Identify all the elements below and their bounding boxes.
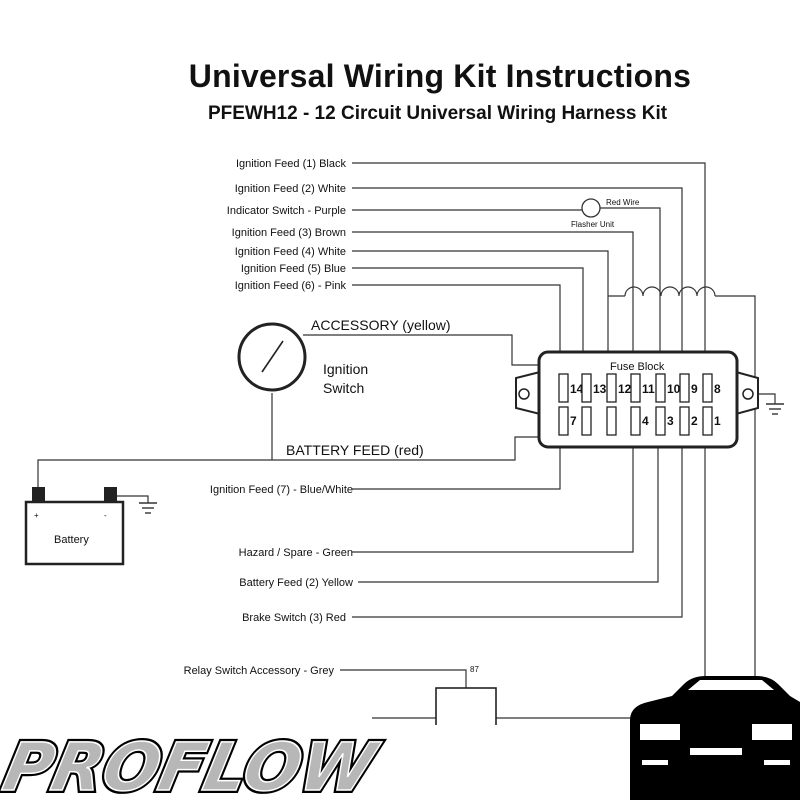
flasher-unit-label: Flasher Unit [571, 220, 615, 229]
resistor-coil-icon [624, 286, 716, 297]
ground-icon [139, 502, 157, 514]
wire-flasher-red [600, 207, 661, 352]
battery-label: Battery [54, 534, 89, 546]
flasher-red-wire-label: Red Wire [606, 198, 640, 207]
ignition-switch-label-1: Ignition [323, 361, 368, 377]
fuse-slot-top-1 [558, 373, 569, 403]
wire-brake [352, 448, 683, 618]
wire-ign1 [352, 162, 706, 352]
wire-battery2 [358, 448, 659, 583]
fuse-slot-top-2 [581, 373, 592, 403]
fuse-slot-top-4 [630, 373, 641, 403]
wire-ign4 [352, 250, 609, 352]
fuse-slot-top-6 [679, 373, 690, 403]
wire-fuse-ground [752, 393, 776, 404]
label-ign1: Ignition Feed (1) Black [236, 158, 347, 170]
fuse-slot-bottom-4 [630, 406, 641, 436]
label-ign7: Ignition Feed (7) - Blue/White [210, 484, 353, 496]
fuse-number-8: 8 [714, 382, 721, 396]
wire-battery-ground [112, 495, 149, 503]
fuse-slot-bottom-7 [702, 406, 713, 436]
fuse-number-2: 2 [691, 414, 698, 428]
battery-plus-label: + [34, 511, 39, 520]
fuse-slot-top-3 [606, 373, 617, 403]
ignition-switch-label-2: Switch [323, 380, 364, 396]
fuse-number-11: 11 [642, 382, 655, 396]
accessory-label: ACCESSORY (yellow) [311, 317, 451, 333]
fuse-slot-top-7 [702, 373, 713, 403]
fuse-number-9: 9 [691, 382, 698, 396]
fuse-slot-top-5 [655, 373, 666, 403]
svg-text:PROFLOW: PROFLOW [0, 729, 385, 800]
fuse-number-14: 14 [570, 382, 584, 396]
wire-battery-feed [37, 436, 540, 488]
wire-ign6 [352, 284, 561, 352]
battery-minus-label: - [104, 511, 107, 520]
label-ign5: Ignition Feed (5) Blue [241, 263, 346, 275]
wire-coil-right [715, 295, 756, 800]
ignition-switch-icon [237, 322, 307, 392]
fuse-number-3: 3 [667, 414, 674, 428]
car-icon [630, 676, 800, 800]
fuse-number-1: 1 [714, 414, 721, 428]
wire-hazard [352, 448, 634, 553]
wire-ign5 [352, 267, 584, 352]
proflow-logo: PROFLOW PROFLOW [0, 725, 600, 800]
fuse-number-10: 10 [667, 382, 681, 396]
battery-feed-label: BATTERY FEED (red) [286, 442, 424, 458]
label-brake: Brake Switch (3) Red [242, 612, 346, 624]
label-ign3: Ignition Feed (3) Brown [232, 227, 346, 239]
relay-pin-87: 87 [470, 665, 479, 674]
label-ign2: Ignition Feed (2) White [235, 183, 346, 195]
fuse-number-7: 7 [570, 414, 577, 428]
fuse-slot-bottom-2 [581, 406, 592, 436]
label-hazard: Hazard / Spare - Green [239, 547, 353, 559]
svg-text:PROFLOW: PROFLOW [0, 729, 385, 800]
wire-ign7 [352, 448, 561, 490]
fuse-slot-bottom-5 [655, 406, 666, 436]
battery-icon [24, 487, 125, 566]
fuse-slot-bottom-3 [606, 406, 617, 436]
fuse-number-4: 4 [642, 414, 649, 428]
fuse-slot-bottom-1 [558, 406, 569, 436]
fuse-slot-bottom-6 [679, 406, 690, 436]
fuse-block-title: Fuse Block [610, 361, 665, 373]
label-ign4: Ignition Feed (4) White [235, 246, 346, 258]
flasher-icon [581, 198, 601, 218]
ground-icon [766, 403, 784, 415]
label-relay: Relay Switch Accessory - Grey [184, 665, 335, 677]
wire-ign2 [352, 187, 683, 352]
label-battery2: Battery Feed (2) Yellow [239, 577, 353, 589]
wire-relay [340, 669, 467, 688]
label-ign6: Ignition Feed (6) - Pink [235, 280, 347, 292]
label-indicator: Indicator Switch - Purple [227, 205, 346, 217]
wire-ign3 [352, 231, 634, 352]
page-title: Universal Wiring Kit Instructions [188, 58, 692, 94]
page-subtitle: PFEWH12 - 12 Circuit Universal Wiring Ha… [207, 103, 668, 124]
fuse-number-12: 12 [618, 382, 632, 396]
wire-accessory [303, 334, 540, 366]
fuse-number-13: 13 [593, 382, 607, 396]
